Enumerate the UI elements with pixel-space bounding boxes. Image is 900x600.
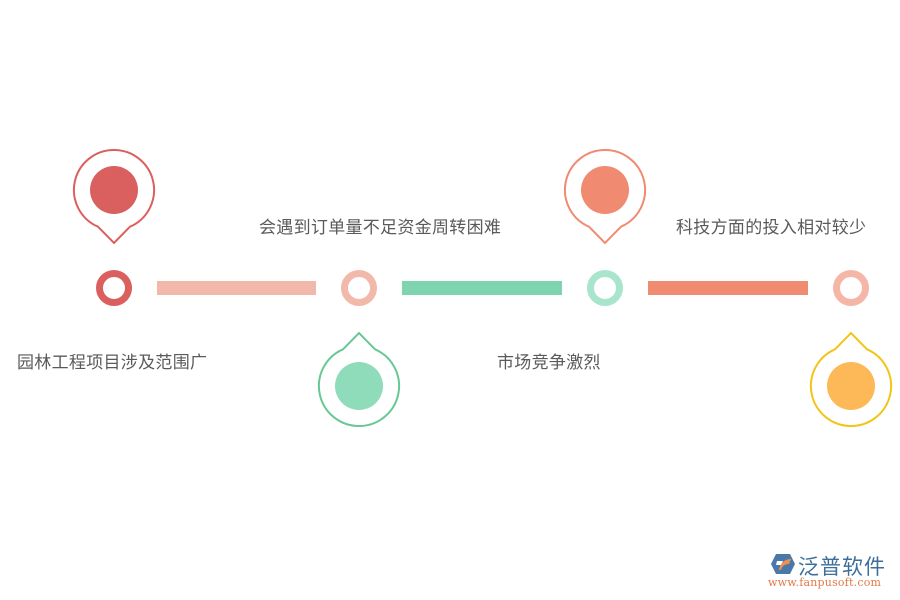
- map-pin-icon-4: [809, 331, 893, 428]
- map-pin-icon-1: [72, 148, 156, 245]
- timeline-node-3: [587, 270, 623, 306]
- timeline-connector-3: [648, 281, 808, 295]
- timeline-node-4: [833, 270, 869, 306]
- map-pin-icon-3: [563, 148, 647, 245]
- watermark-url: www.fanpusoft.com: [768, 576, 882, 589]
- timeline-label-2: 会遇到订单量不足资金周转困难: [259, 218, 502, 238]
- timeline-connector-1: [157, 281, 316, 295]
- watermark-brand: 泛普软件: [798, 555, 886, 579]
- fanpu-logo-icon: [771, 554, 795, 574]
- timeline-label-3: 市场竞争激烈: [497, 353, 601, 373]
- timeline-node-2: [341, 270, 377, 306]
- timeline-connector-2: [402, 281, 562, 295]
- timeline-label-1: 园林工程项目涉及范围广: [17, 353, 208, 373]
- timeline-label-4: 科技方面的投入相对较少: [676, 218, 867, 238]
- watermark-logo: 泛普软件 www.fanpusoft.com: [768, 551, 893, 593]
- map-pin-icon-2: [317, 331, 401, 428]
- timeline-node-1: [96, 270, 132, 306]
